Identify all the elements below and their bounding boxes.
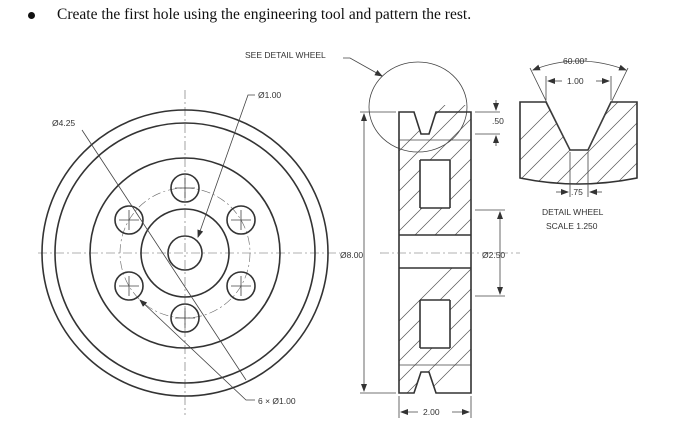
wheel-dia-label: Ø8.00 [340,250,363,260]
detail-view [519,60,638,197]
bolt-circle [119,187,251,319]
hole [170,173,200,203]
groove-rim [54,122,316,384]
hole [226,271,256,301]
detail-angle-label: 60.00° [563,56,588,66]
hole [114,205,144,235]
hub-dia-label: Ø2.50 [482,250,505,260]
detail-scale: SCALE 1.250 [546,221,598,231]
bore [167,235,203,271]
detail-angle-dimension [532,60,627,71]
groove-depth-label: .50 [492,116,504,126]
bore-leader [197,94,255,238]
hole [114,271,144,301]
hole-pattern-label: 6 × Ø1.00 [258,396,296,406]
instruction-row: Create the first hole using the engineer… [28,6,471,24]
hole [170,303,200,333]
section-view [343,57,520,418]
detail-title: DETAIL WHEEL [542,207,604,217]
hole-pattern [114,173,256,333]
front-view [38,90,340,415]
detail-circle [368,61,468,153]
hole [226,205,256,235]
section-outline [398,111,472,394]
detail-top-width-label: 1.00 [567,76,584,86]
outer-dia-label: Ø4.25 [52,118,75,128]
hub-outer [140,208,230,298]
bore-dia-label: Ø1.00 [258,90,281,100]
hole-pattern-leader [139,299,255,401]
detail-bottom-width-label: .75 [571,187,583,197]
width-label: 2.00 [423,407,440,417]
web-circle [89,157,281,349]
outer-dia-leader [81,129,247,381]
bullet-icon [28,11,35,19]
outer-rim [41,109,329,397]
see-detail-label: SEE DETAIL WHEEL [245,50,326,60]
instruction-text: Create the first hole using the engineer… [57,6,472,23]
see-detail-leader [343,57,383,77]
